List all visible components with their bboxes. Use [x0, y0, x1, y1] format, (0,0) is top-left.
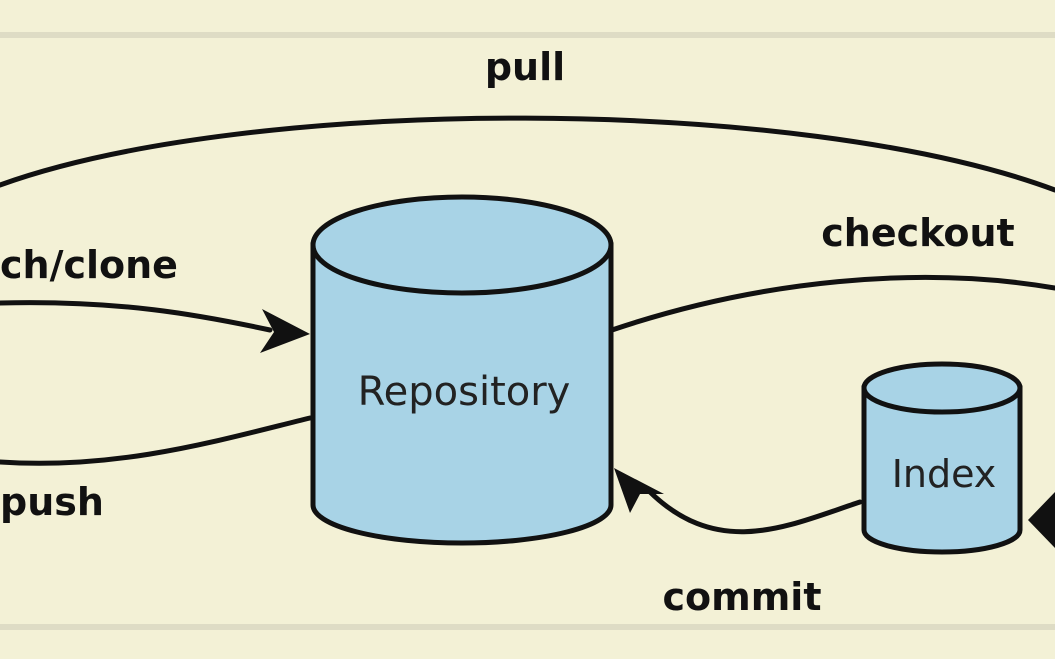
index-incoming-arrowhead — [1028, 492, 1055, 548]
checkout-line — [609, 274, 1055, 333]
pull-label: pull — [485, 45, 565, 89]
push-line — [0, 415, 313, 466]
commit-arrow — [647, 489, 863, 535]
repository-cylinder: Repository — [310, 194, 614, 546]
fetch-clone-arrowhead — [260, 309, 310, 353]
commit-label: commit — [662, 575, 821, 619]
commit-arrowhead — [614, 468, 664, 513]
pull-arrow — [0, 115, 1055, 193]
repository-label: Repository — [358, 369, 571, 415]
checkout-label: checkout — [821, 211, 1014, 255]
index-cylinder: Index — [861, 361, 1023, 555]
fetch-clone-label: ch/clone — [0, 243, 178, 287]
fetch-clone-arrow — [0, 300, 273, 333]
push-label: push — [0, 480, 104, 524]
index-label: Index — [892, 452, 997, 496]
